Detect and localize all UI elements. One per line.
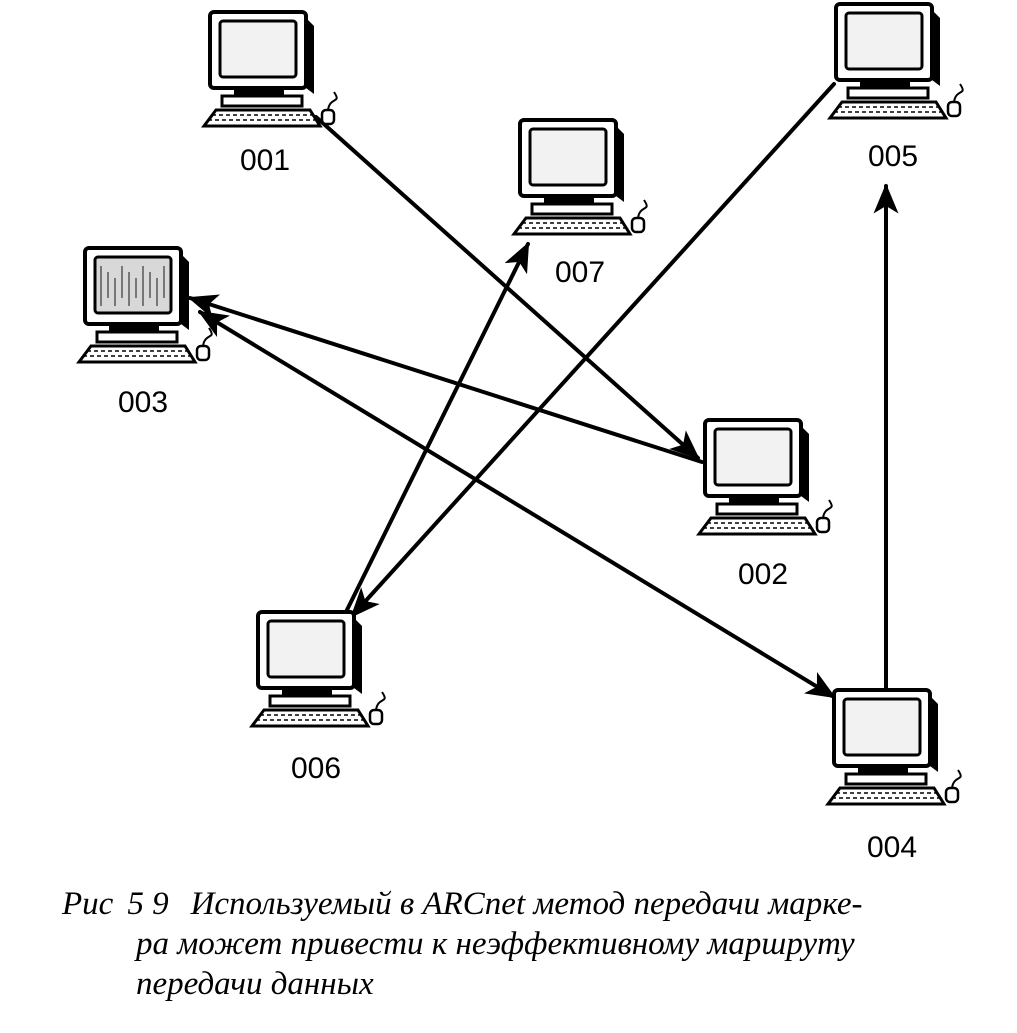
- caption-line-1: Рис 5 9 Используемый в ARCnet метод переда…: [62, 884, 982, 924]
- computer-node-004: [825, 688, 962, 806]
- computer-icon: [249, 610, 386, 728]
- figure-number: Рис 5 9: [62, 886, 169, 922]
- node-label-006: 006: [291, 752, 341, 785]
- figure-caption: Рис 5 9 Используемый в ARCnet метод переда…: [62, 884, 982, 1004]
- node-label-004: 004: [867, 831, 917, 864]
- computer-icon: [76, 246, 213, 364]
- node-label-002: 002: [738, 558, 788, 591]
- nodes-layer: [76, 2, 964, 806]
- caption-line-3: передачи данных: [136, 966, 374, 1002]
- caption-line-2: ра может привести к неэффективному маршр…: [136, 926, 855, 962]
- token-path-002-to-003: [187, 294, 704, 464]
- token-path-003-to-004: [197, 310, 837, 699]
- caption-number: 5 9: [127, 886, 169, 922]
- token-path-005-to-006: [350, 82, 836, 618]
- computer-icon: [201, 10, 338, 128]
- computer-node-005: [827, 2, 964, 120]
- caption-prefix: Рис: [62, 886, 114, 922]
- edges-layer: [187, 82, 899, 699]
- node-label-005: 005: [868, 140, 918, 173]
- token-path-006-to-007: [343, 241, 530, 616]
- labels-layer: 001 002 003 004 005 006 007: [118, 140, 918, 864]
- computer-node-006: [249, 610, 386, 728]
- node-label-001: 001: [240, 144, 290, 177]
- computer-node-003: [76, 246, 213, 364]
- node-label-003: 003: [118, 386, 168, 419]
- computer-icon: [825, 688, 962, 806]
- computer-icon: [696, 418, 833, 536]
- caption-text-1: Используемый в ARCnet метод передачи мар…: [190, 886, 863, 922]
- computer-node-001: [201, 10, 338, 128]
- computer-icon: [827, 2, 964, 120]
- computer-node-002: [696, 418, 833, 536]
- computer-icon: [511, 118, 648, 236]
- node-label-007: 007: [555, 256, 605, 289]
- computer-node-007: [511, 118, 648, 236]
